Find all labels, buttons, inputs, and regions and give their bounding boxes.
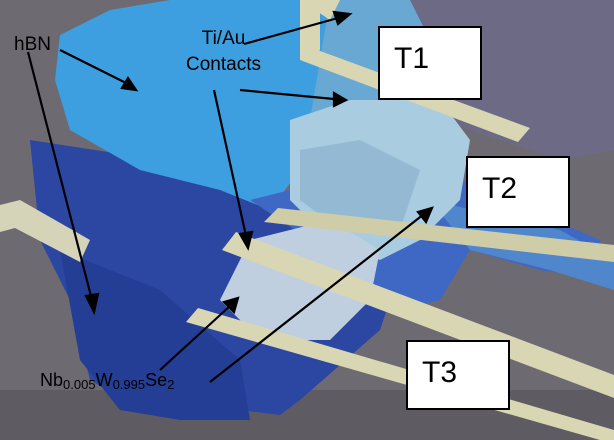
contacts-label-line2: Contacts [186, 54, 261, 75]
terminal-t2-box: T2 [466, 156, 570, 228]
formula-se-sub: 2 [167, 377, 175, 392]
formula-se: Se [145, 370, 168, 390]
formula-nb: Nb [40, 370, 64, 390]
terminal-t3-box: T3 [406, 340, 510, 410]
terminal-t1-label: T1 [394, 42, 430, 75]
contact-bar-4 [264, 208, 614, 262]
hbn-flake-dark-lower [60, 250, 250, 420]
contacts-label-line1: Ti/Au [201, 28, 246, 49]
terminal-t3-label: T3 [422, 356, 458, 389]
terminal-t2-label: T2 [482, 172, 518, 205]
formula-w: W [95, 370, 113, 390]
terminal-t1-box: T1 [378, 26, 482, 100]
tmd-flake-shadow [300, 140, 420, 230]
contact-lead-left [0, 200, 90, 262]
hbn-label: hBN [14, 34, 51, 55]
formula-w-sub: 0.995 [112, 377, 146, 392]
material-formula-label: Nb0.005W0.995Se2 [40, 370, 174, 392]
hbn-flake-light [55, 0, 350, 210]
contacts-label: Ti/Au Contacts [186, 26, 261, 78]
contact-bar-top [300, 0, 320, 60]
contact-bar-2 [222, 232, 614, 398]
formula-nb-sub: 0.005 [63, 377, 96, 392]
annotation-arrows [26, 10, 434, 383]
substrate-bottom-shade [0, 390, 614, 440]
